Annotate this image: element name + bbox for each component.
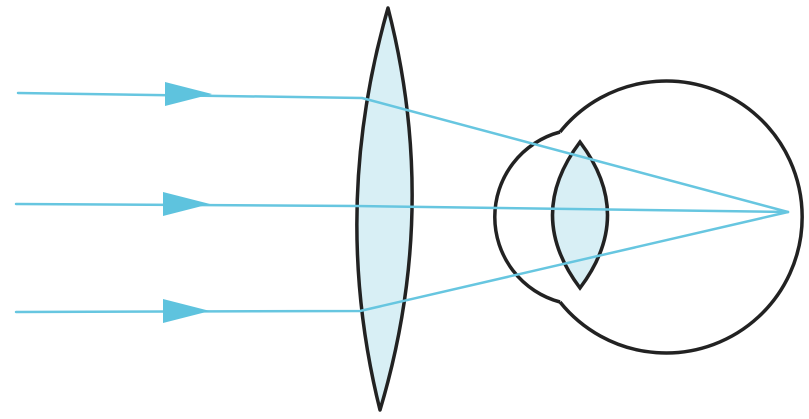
arrowhead-top xyxy=(165,82,212,106)
ray-arrowheads xyxy=(163,82,212,323)
arrowhead-bottom xyxy=(163,299,210,323)
convex-lens xyxy=(357,8,412,410)
eye-lens xyxy=(553,142,608,288)
arrowhead-middle xyxy=(163,192,210,216)
